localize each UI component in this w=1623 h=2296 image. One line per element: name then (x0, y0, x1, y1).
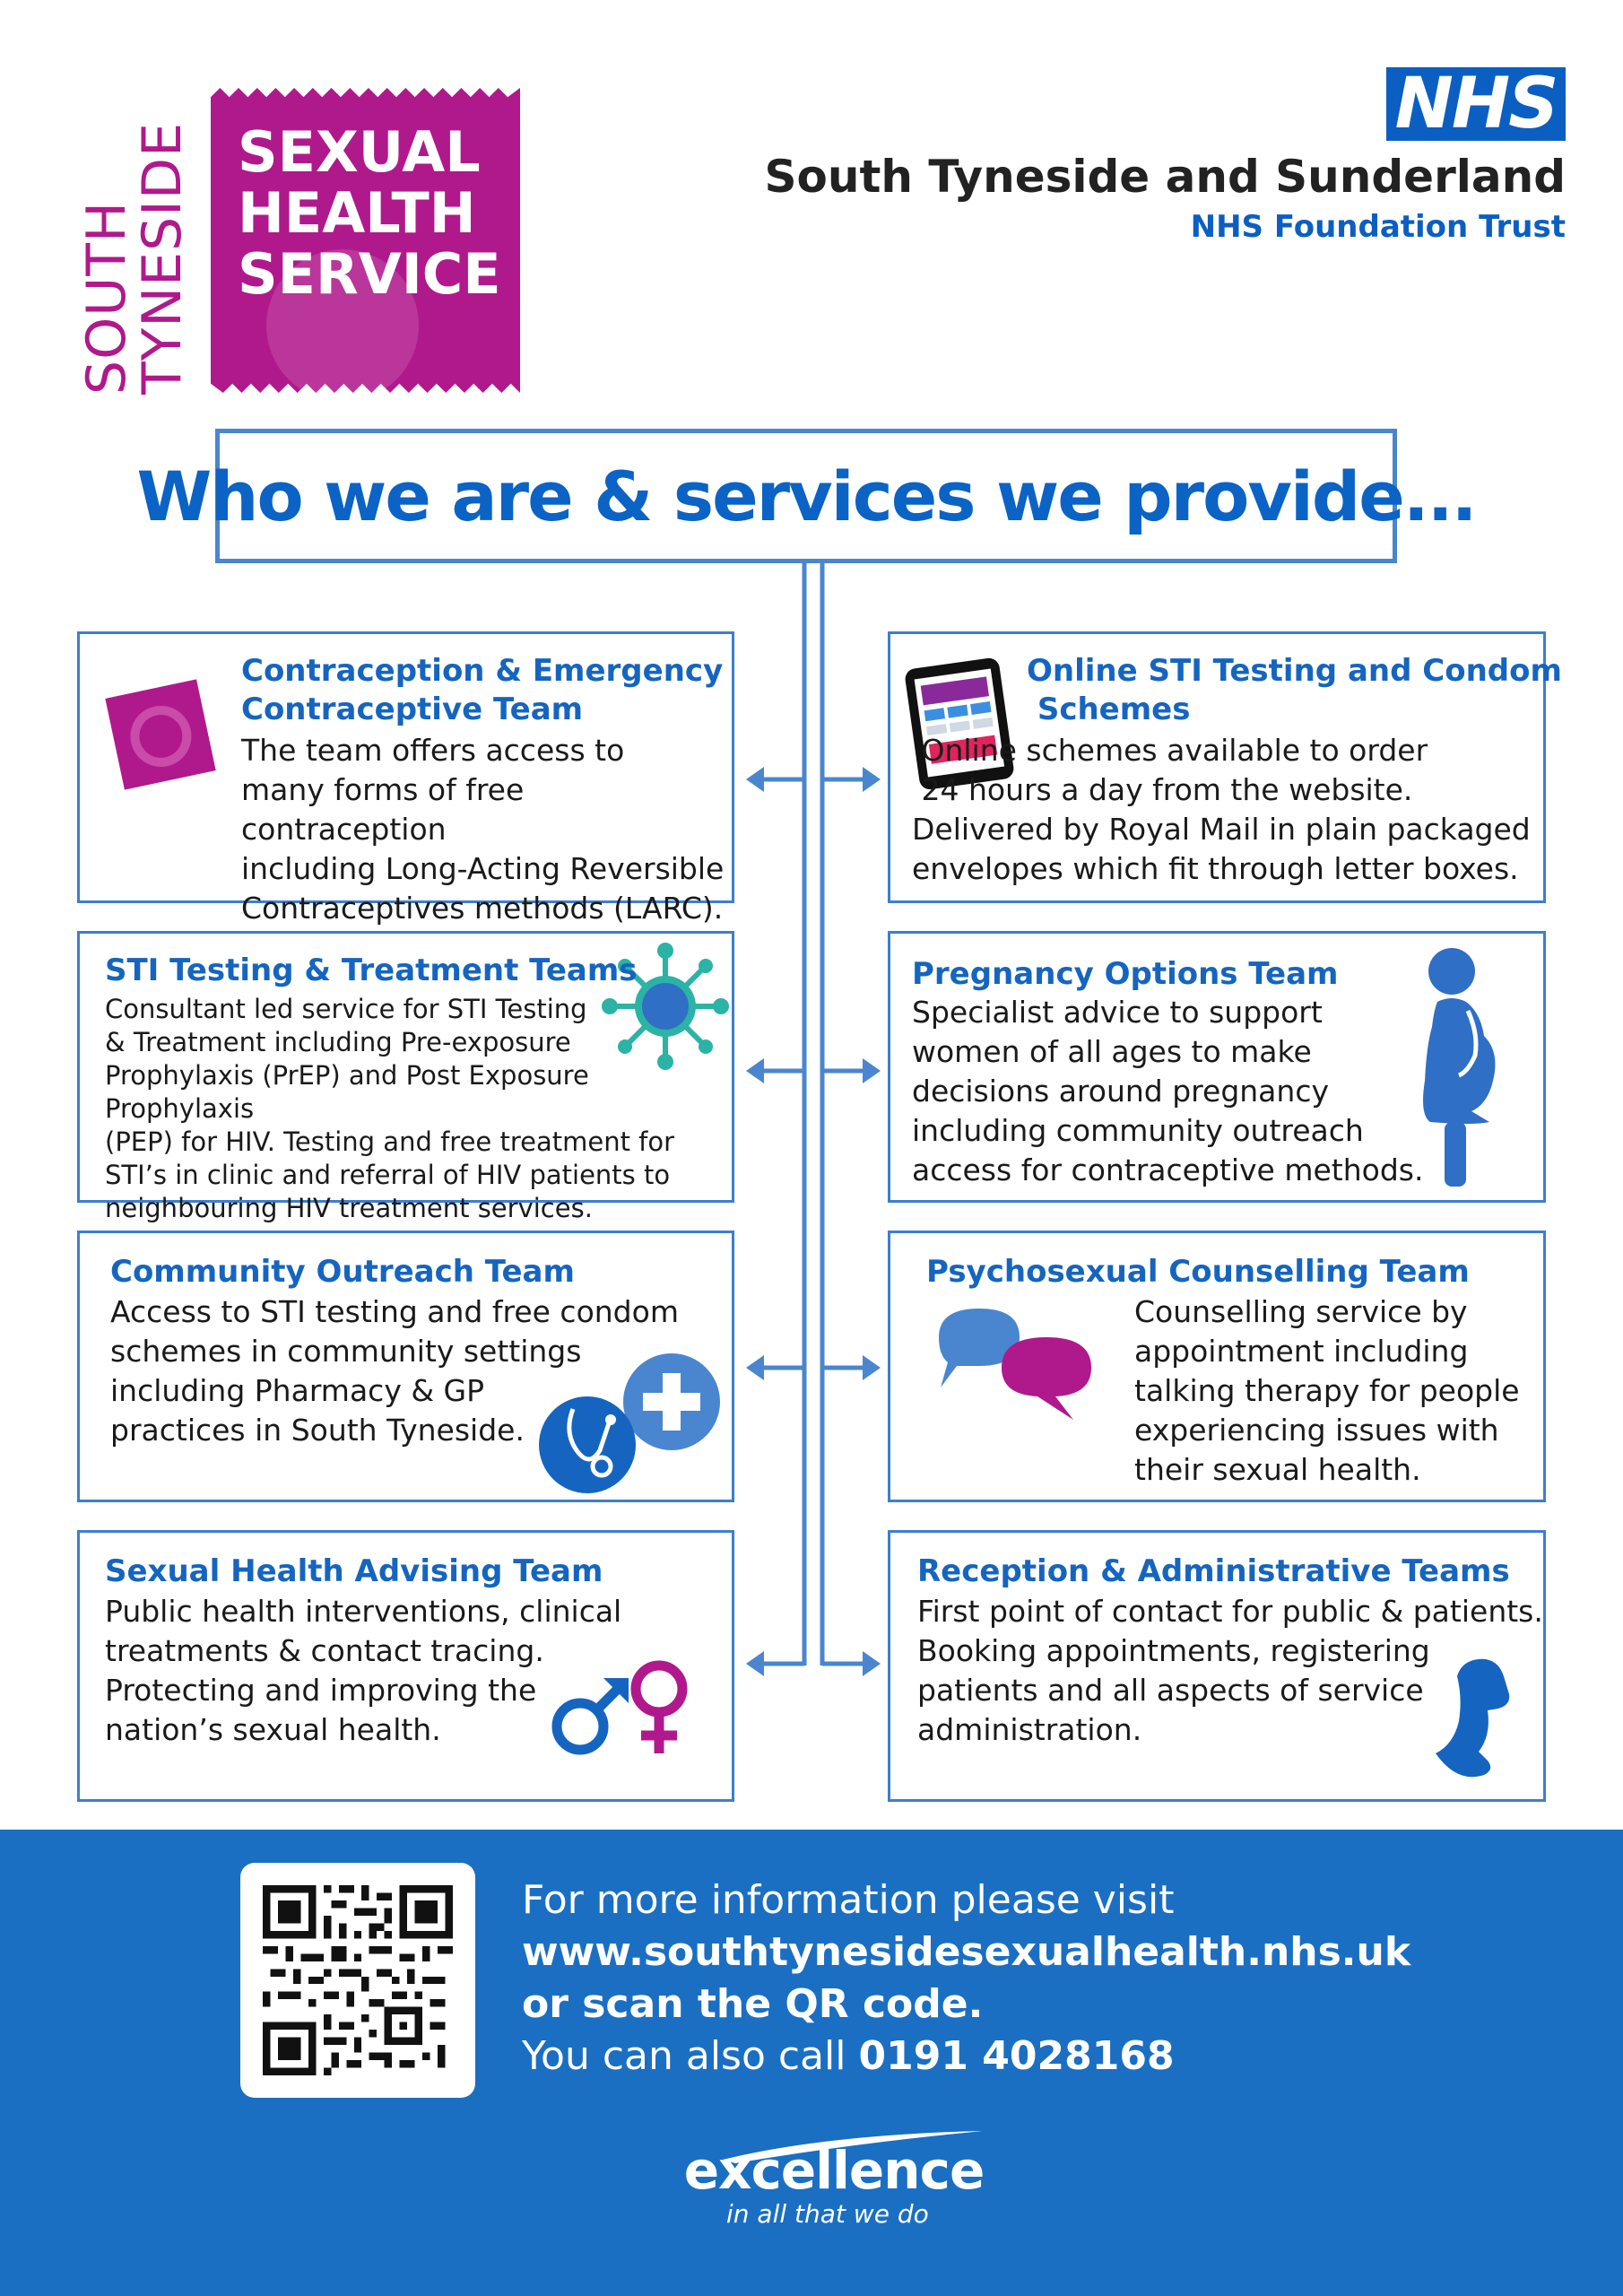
website-link[interactable]: www.southtynesidesexualhealth.nhs.uk (522, 1929, 1411, 1975)
card-body: Consultant led service for STI Testing &… (105, 994, 675, 1223)
medical-cross-stethoscope-icon (539, 1353, 720, 1493)
footer-call-line: You can also call 0191 4028168 (522, 2031, 1410, 2083)
card-heading: STI Testing & Treatment Teams (105, 952, 638, 988)
card-psychosexual: Psychosexual Counselling Team Counsellin… (888, 1231, 1546, 1502)
card-body: Access to STI testing and free condom sc… (110, 1294, 679, 1448)
logo-title-line-3: SERVICE (238, 241, 501, 307)
card-pregnancy: Pregnancy Options Team Specialist advice… (888, 931, 1546, 1203)
qr-code-icon[interactable] (263, 1885, 453, 2075)
excellence-word: excellence (683, 2140, 985, 2201)
speech-bubbles-icon (939, 1309, 1091, 1420)
card-body: Counselling service by appointment inclu… (1134, 1294, 1520, 1487)
footer-line-1: For more information please visit (522, 1877, 1175, 1923)
pregnant-woman-icon (1423, 948, 1496, 1187)
card-heading: Online STI Testing and Condom Schemes (1027, 653, 1562, 727)
sexual-health-service-logo: SEXUAL HEALTH SERVICE (211, 88, 520, 393)
card-community-outreach: Community Outreach Team Access to STI te… (77, 1231, 734, 1502)
call-prefix: You can also call (522, 2033, 859, 2079)
condom-ring-icon (266, 249, 419, 393)
virus-icon (602, 943, 729, 1070)
card-contraception: Contraception & Emergency Contraceptive … (77, 631, 734, 926)
connector-diagram (746, 563, 881, 1676)
tablet-icon (905, 657, 1014, 790)
trust-subtitle: NHS Foundation Trust (1190, 209, 1566, 245)
condom-icon (105, 679, 216, 790)
trust-name: South Tyneside and Sunderland (764, 151, 1566, 203)
nhs-logo: NHS (1386, 67, 1566, 141)
page-title: Who we are & services we provide... (136, 456, 1478, 536)
swoosh-icon (723, 2131, 983, 2163)
logo-title-line-1: SEXUAL (238, 119, 481, 185)
card-sexual-health-advising: Sexual Health Advising Team Public healt… (77, 1530, 734, 1802)
card-body: Public health interventions, clinical tr… (105, 1594, 622, 1747)
title-box: Who we are & services we provide... (137, 429, 1477, 563)
excellence-tagline: in all that we do (726, 2199, 929, 2229)
phone-handset-icon (1436, 1658, 1510, 1778)
gender-symbols-icon (551, 1660, 688, 1755)
card-online-sti: Online STI Testing and Condom Schemes On… (888, 631, 1562, 903)
card-body: Online schemes available to order 24 hou… (912, 733, 1531, 886)
qr-code-card[interactable] (240, 1863, 475, 2098)
card-reception: Reception & Administrative Teams First p… (888, 1530, 1546, 1802)
card-heading: Psychosexual Counselling Team (926, 1254, 1470, 1290)
excellence-logo: excellence in all that we do (681, 2131, 986, 2251)
card-heading: Sexual Health Advising Team (105, 1553, 603, 1589)
card-heading: Community Outreach Team (110, 1254, 575, 1290)
footer-line-3: or scan the QR code. (522, 1981, 984, 2027)
card-body: Specialist advice to support women of al… (912, 995, 1424, 1187)
logo-title-line-2: HEALTH (238, 180, 476, 246)
card-heading: Reception & Administrative Teams (917, 1553, 1510, 1589)
card-heading: Pregnancy Options Team (912, 956, 1339, 992)
card-body: The team offers access to many forms of … (241, 733, 725, 926)
card-heading: Contraception & Emergency Contraceptive … (241, 653, 724, 727)
card-body: First point of contact for public & pati… (917, 1594, 1543, 1747)
phone-number[interactable]: 0191 4028168 (858, 2033, 1175, 2079)
card-sti-testing: STI Testing & Treatment Teams Consultant… (77, 931, 734, 1223)
footer-info: For more information please visit www.so… (522, 1874, 1410, 2083)
